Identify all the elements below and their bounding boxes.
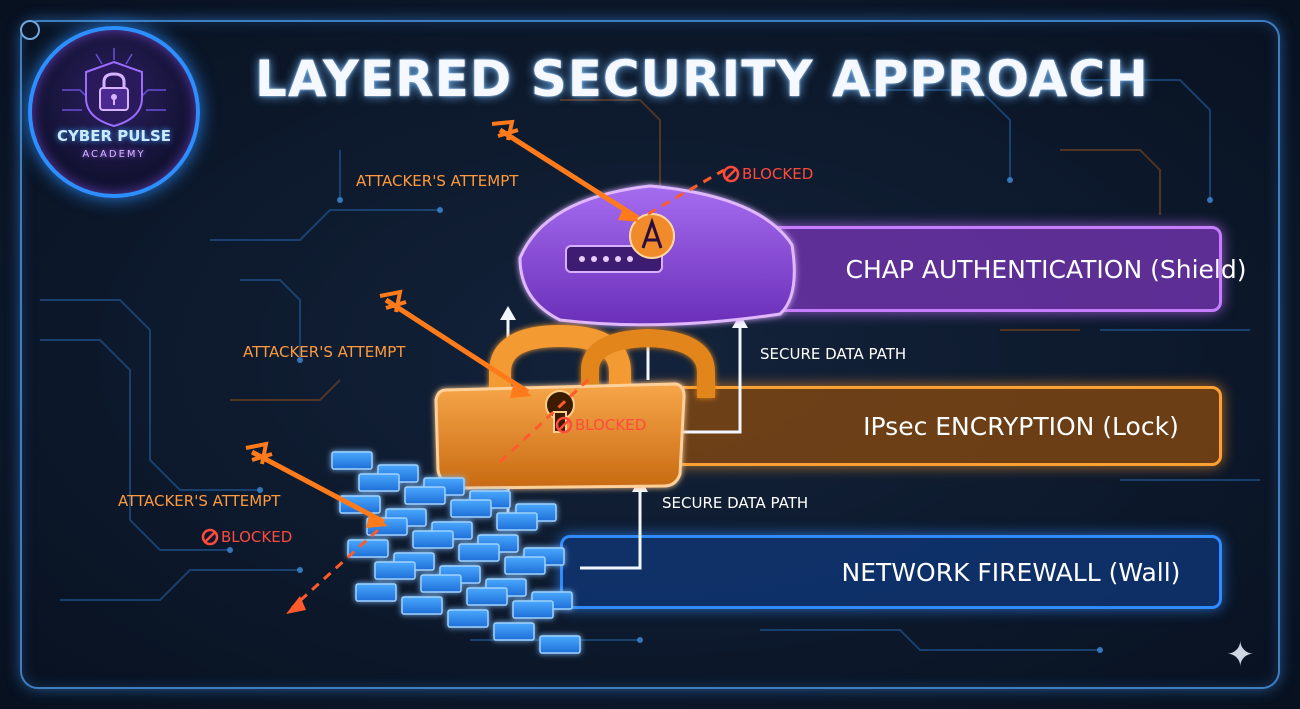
attack-label-shield: ATTACKER'S ATTEMPT <box>356 172 519 190</box>
wall-brick <box>539 635 581 654</box>
wall-brick <box>504 556 546 575</box>
blocked-label-wall: BLOCKED <box>221 528 293 546</box>
wall-brick <box>358 473 400 492</box>
wall-brick <box>466 587 508 606</box>
padlock-icon <box>434 324 715 490</box>
layer-ipsec-encryption: IPsec ENCRYPTION (Lock) <box>640 386 1222 466</box>
wall-brick <box>450 499 492 518</box>
attack-arrow-wall <box>250 449 386 525</box>
wall-brick <box>331 451 373 470</box>
blocked-label-shield: BLOCKED <box>742 165 814 183</box>
secure-path-lock-to-shield <box>668 326 742 434</box>
secure-path-label-upper: SECURE DATA PATH <box>760 345 907 363</box>
diagram-title: LAYERED SECURITY APPROACH <box>255 50 1149 108</box>
sparkle-icon: ✦ <box>1226 635 1255 675</box>
secure-path-firewall-to-lock <box>580 490 642 570</box>
wall-brick <box>374 561 416 580</box>
secure-path-label-lower: SECURE DATA PATH <box>662 494 809 512</box>
wall-brick <box>355 583 397 602</box>
padlock-circuit-icon <box>62 48 166 128</box>
attack-arrows <box>245 119 640 528</box>
wall-brick <box>447 609 489 628</box>
wall-brick <box>401 596 443 615</box>
shield-icon <box>518 184 796 327</box>
logo-name: CYBER PULSE <box>56 127 172 145</box>
wall-brick <box>496 512 538 531</box>
wall-brick <box>493 622 535 641</box>
logo-subtitle: ACADEMY <box>82 149 146 160</box>
wall-brick <box>404 486 446 505</box>
wall-brick <box>347 539 389 558</box>
attack-arrow-lock <box>384 297 530 395</box>
wall-brick <box>512 600 554 619</box>
layer-network-firewall: NETWORK FIREWALL (Wall) <box>560 535 1222 609</box>
wall-brick <box>458 543 500 562</box>
deflected-arrowhead <box>286 596 306 614</box>
layer-chap-label: CHAP AUTHENTICATION (Shield) <box>845 254 1247 284</box>
outer-frame <box>20 20 1280 689</box>
attack-arrow-shield <box>498 127 640 221</box>
blocked-label-lock: BLOCKED <box>575 416 647 434</box>
layer-ipsec-label: IPsec ENCRYPTION (Lock) <box>863 411 1179 441</box>
blocked-icons <box>201 165 740 546</box>
layer-firewall-label: NETWORK FIREWALL (Wall) <box>841 557 1181 587</box>
attack-label-wall: ATTACKER'S ATTEMPT <box>118 492 281 510</box>
deflected-paths <box>290 168 725 610</box>
wall-brick <box>412 530 454 549</box>
brick-wall-icon <box>331 451 581 654</box>
wall-brick <box>420 574 462 593</box>
academy-logo: CYBER PULSE ACADEMY <box>28 26 200 198</box>
attack-label-lock: ATTACKER'S ATTEMPT <box>243 343 406 361</box>
frame-corner-dot <box>20 20 40 40</box>
wall-brick <box>339 495 381 514</box>
